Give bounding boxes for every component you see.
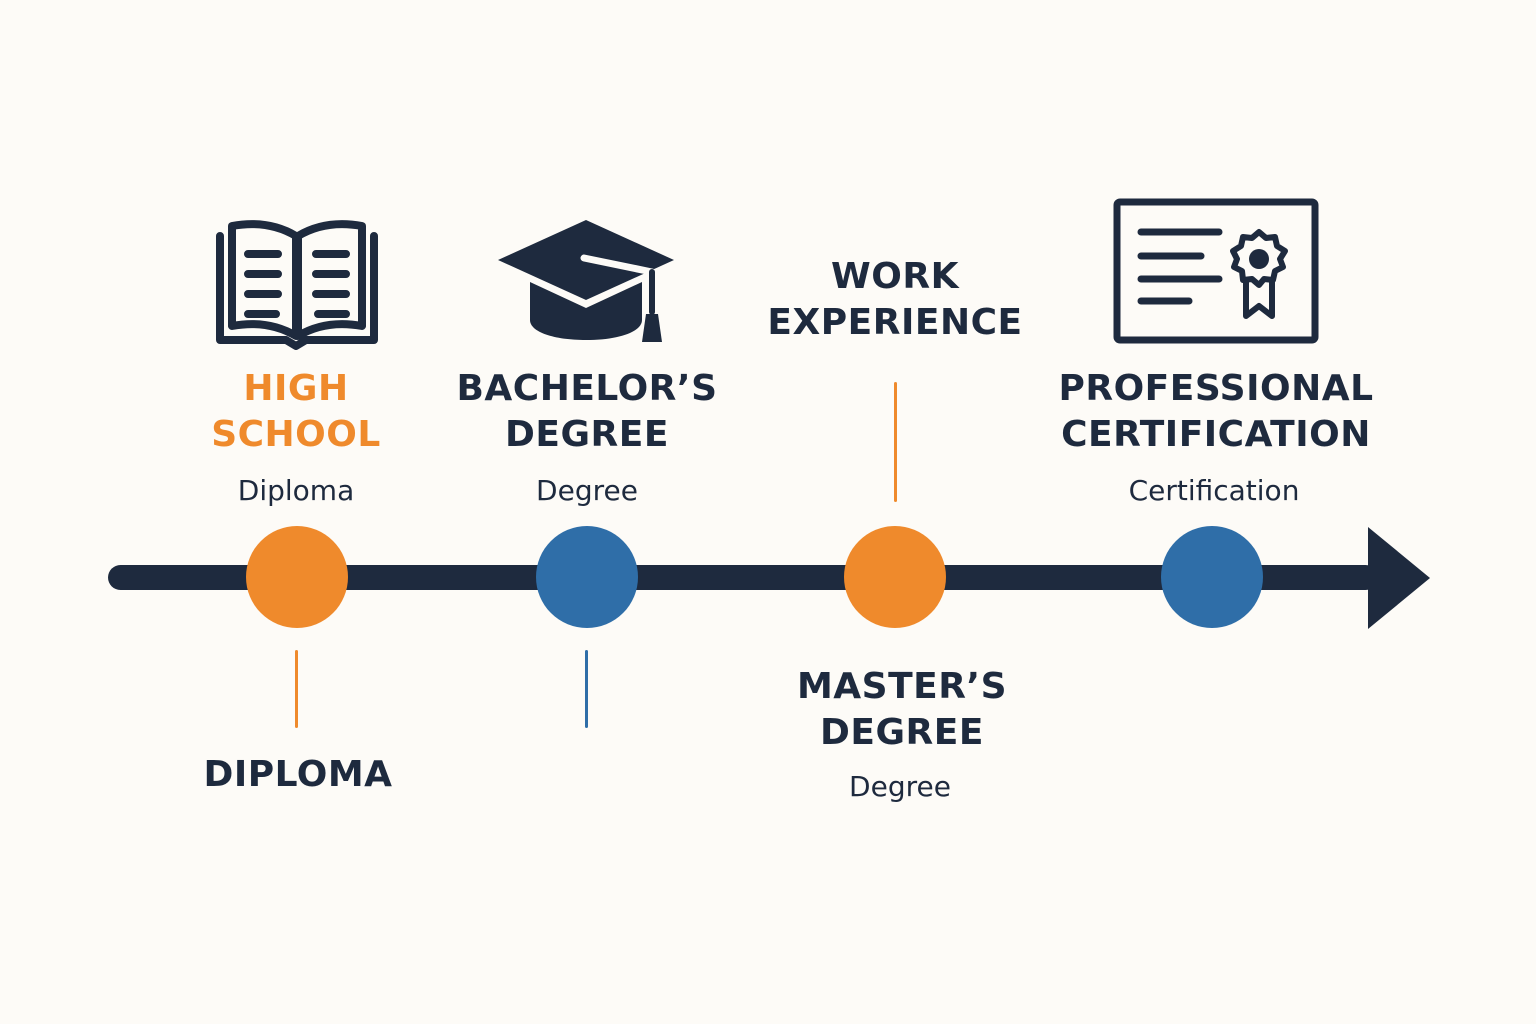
timeline-node-certification [1161,526,1263,628]
milestone-title-bachelors: BACHELOR’S DEGREE [447,366,727,458]
milestone-subtitle-high-school: Diploma [237,474,355,507]
milestone-caption-diploma: DIPLOMA [203,754,393,795]
milestone-subtitle-bachelors: Degree [536,474,638,507]
milestone-title-line: CERTIFICATION [1061,414,1371,455]
milestone-title-line: PROFESSIONAL [1058,368,1374,409]
milestone-label-work-experience: WORK EXPERIENCE [760,254,1030,346]
milestone-title-line: HIGH [243,368,349,409]
milestone-label-line: WORK [831,256,959,297]
milestone-title-masters: MASTER’S DEGREE [772,664,1032,756]
milestone-title-line: BACHELOR’S [456,368,718,409]
open-book-icon [216,220,378,350]
milestone-title-line: SCHOOL [211,414,381,455]
connector-line-high-school [295,650,298,728]
milestone-title-certification: PROFESSIONAL CERTIFICATION [1044,366,1388,458]
milestone-label-line: EXPERIENCE [767,302,1023,343]
milestone-title-line: DEGREE [505,414,669,455]
timeline-node-masters [844,526,946,628]
graduation-cap-icon [498,220,674,342]
milestone-title-high-school: HIGH SCHOOL [196,366,396,458]
connector-line-bachelors [585,650,588,728]
milestone-title-line: MASTER’S [796,666,1008,707]
timeline-node-bachelors [536,526,638,628]
timeline-node-high-school [246,526,348,628]
certificate-icon [1113,198,1319,344]
milestone-title-line: DEGREE [820,712,984,753]
milestone-subtitle-certification: Certification [1128,474,1300,507]
connector-line-work-experience [894,382,897,502]
milestone-subtitle-masters: Degree [849,770,951,803]
timeline-arrowhead [1368,527,1430,629]
